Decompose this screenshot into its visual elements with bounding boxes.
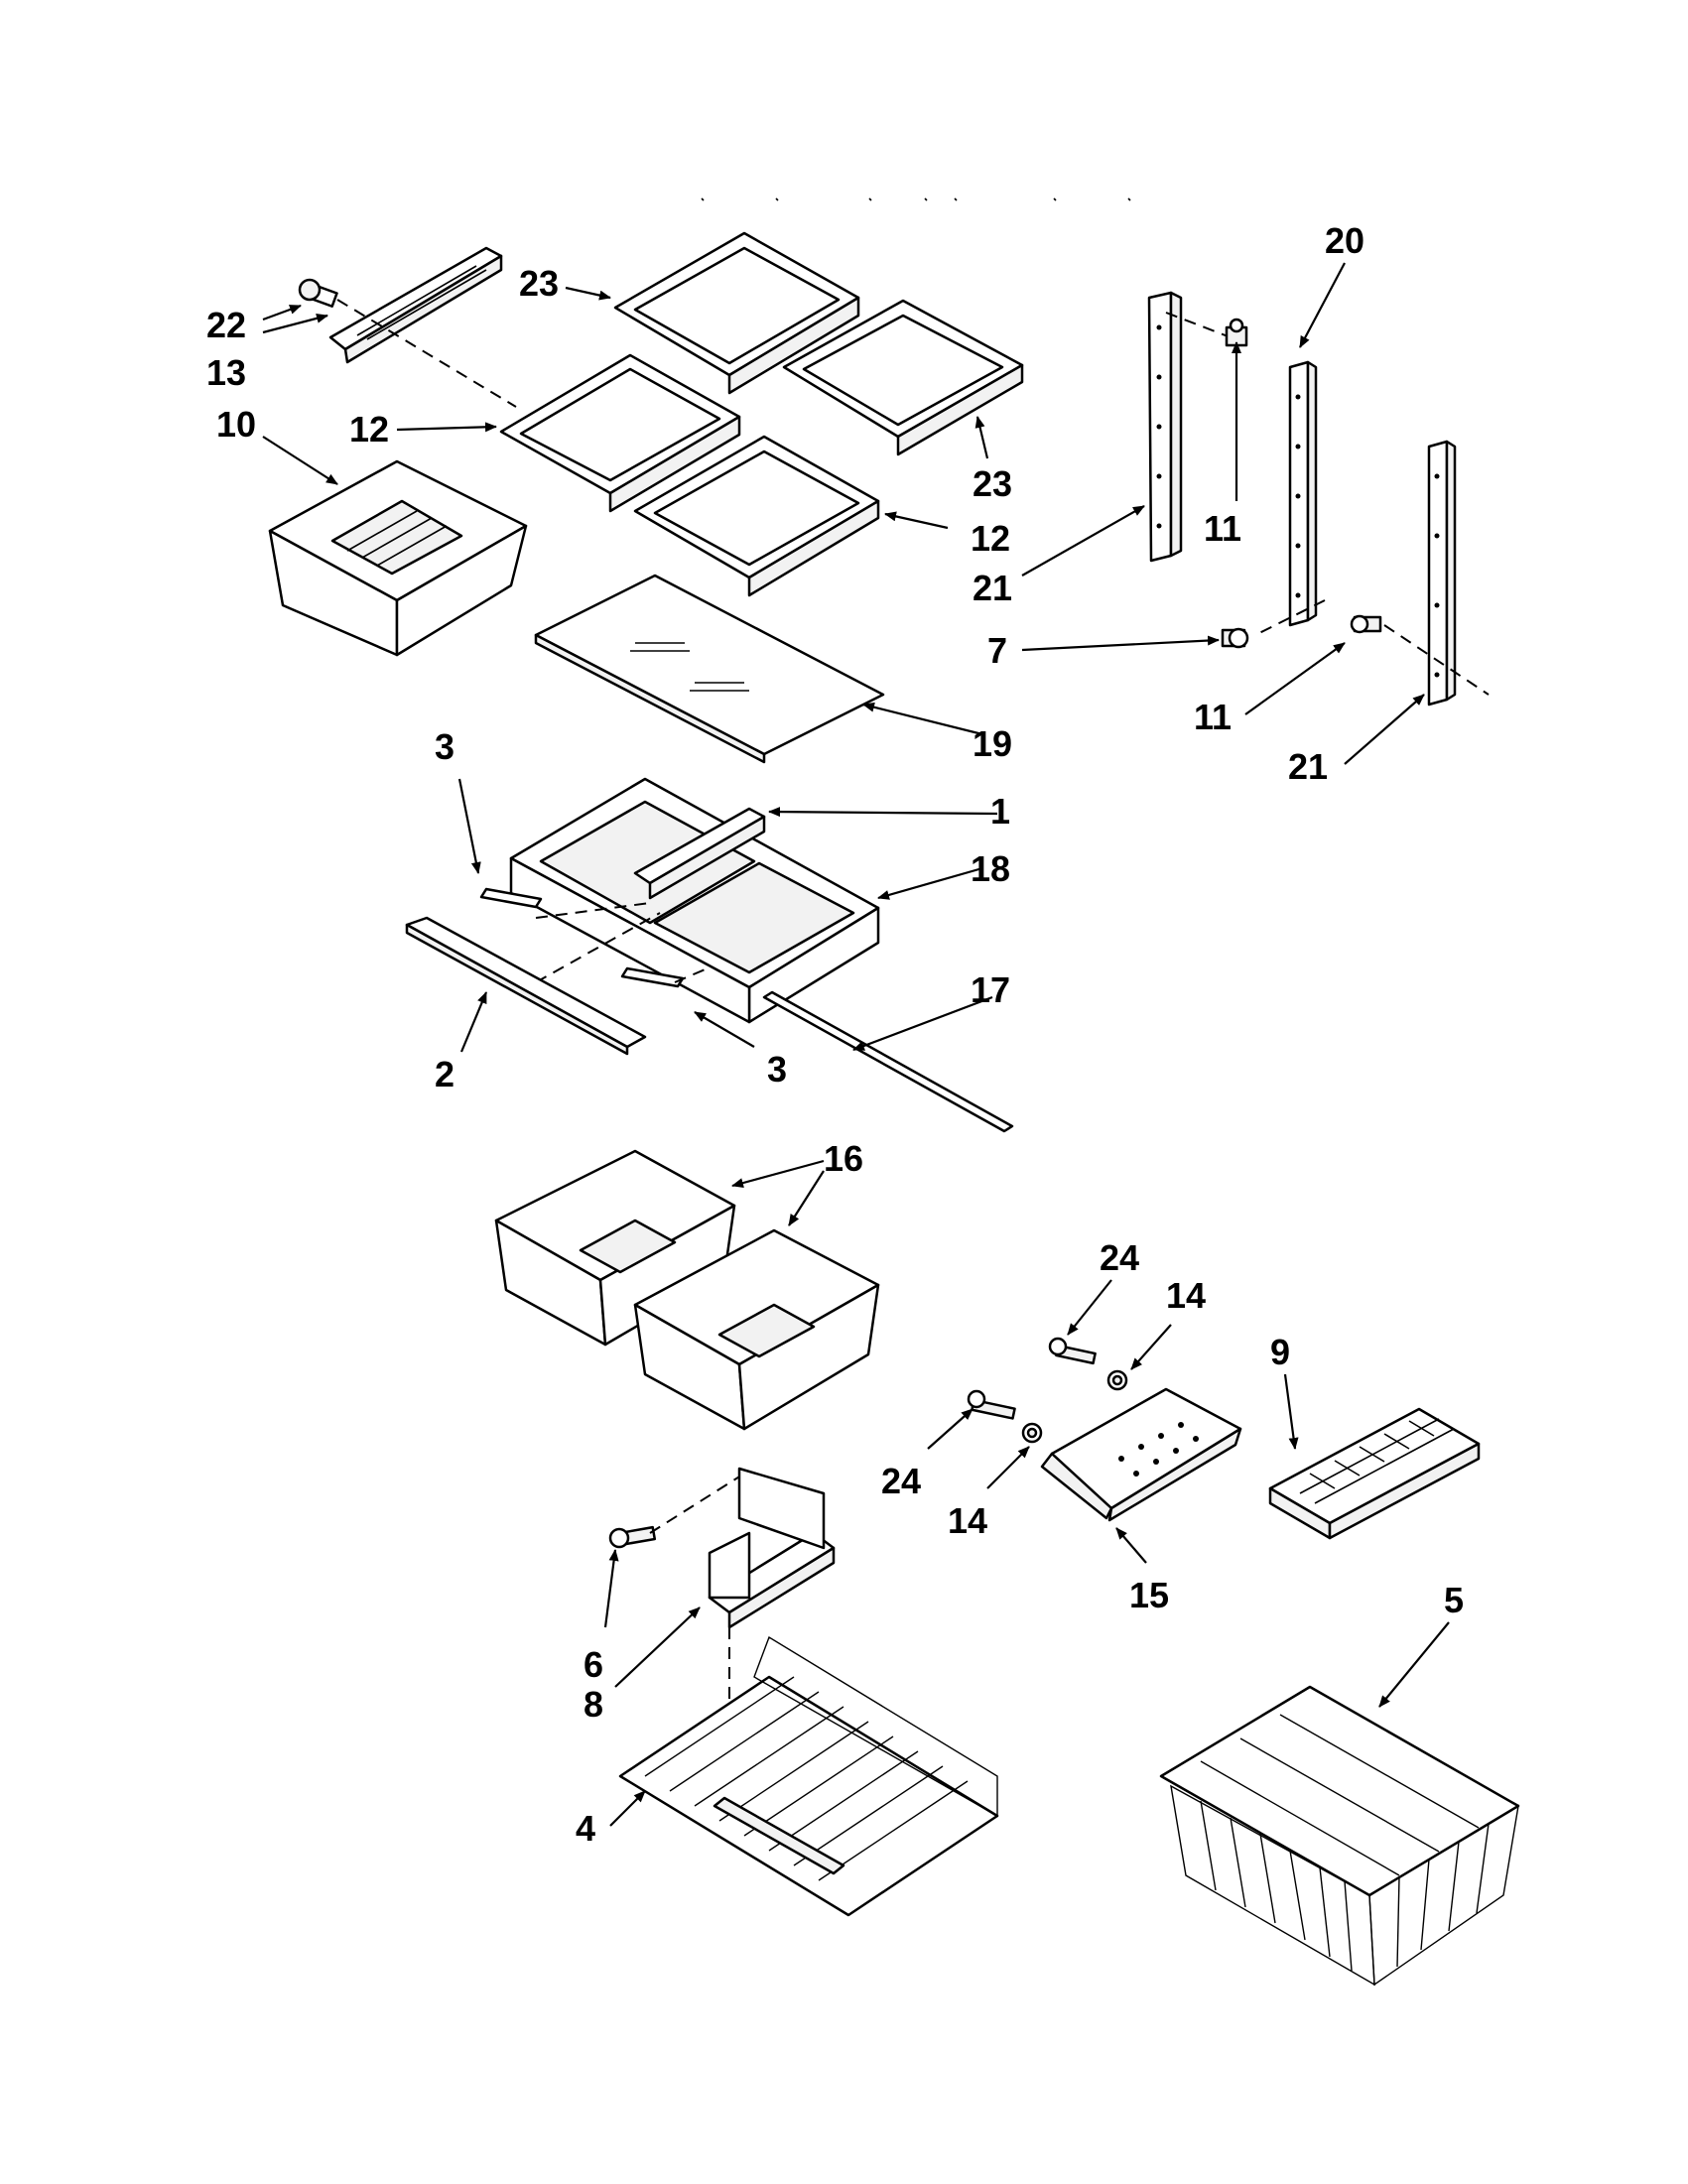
screw-part-22 xyxy=(298,278,338,308)
assembly-line xyxy=(336,299,517,408)
ladder-rail-21-right xyxy=(1427,440,1457,707)
callout-15: 15 xyxy=(1129,1575,1169,1615)
ice-bin-part-15 xyxy=(1040,1387,1242,1522)
shelf-part-23-top xyxy=(613,231,860,395)
shelf-part-23-right xyxy=(782,299,1024,456)
deli-drawer-part xyxy=(509,777,880,1024)
ladder-rail-20 xyxy=(1288,360,1318,627)
shelf-part-12-right xyxy=(633,435,880,597)
assembly-line xyxy=(1383,624,1490,696)
callout-24: 24 xyxy=(881,1461,921,1501)
assembly-line xyxy=(1165,312,1232,338)
screw-part-11-lower xyxy=(1350,614,1382,634)
crisper-drawer-part xyxy=(268,459,528,657)
screw-part-24-upper xyxy=(1048,1337,1097,1365)
callout-20: 20 xyxy=(1325,220,1364,261)
wire-shelf-part-4 xyxy=(618,1635,999,1917)
callout-12: 12 xyxy=(349,409,389,450)
callout-11: 11 xyxy=(1204,508,1241,549)
screw-part-7 xyxy=(1221,627,1249,649)
deli-divider-part-1 xyxy=(633,807,766,900)
assembly-line xyxy=(1254,599,1326,636)
callout-13: 13 xyxy=(206,352,246,393)
callout-11: 11 xyxy=(1194,697,1232,737)
callout-22: 22 xyxy=(206,305,246,345)
ladder-rail-21-left xyxy=(1147,291,1183,563)
callout-2: 2 xyxy=(435,1054,454,1094)
top-tick-marks xyxy=(701,197,1131,201)
callout-17: 17 xyxy=(971,969,1010,1010)
washer-part-14-upper xyxy=(1106,1369,1128,1391)
callout-23: 23 xyxy=(519,263,559,304)
washer-part-14-lower xyxy=(1021,1422,1043,1444)
ice-tray-part-9 xyxy=(1268,1407,1481,1540)
callout-12: 12 xyxy=(971,518,1010,559)
trim-part-2 xyxy=(405,916,647,1056)
callout-21: 21 xyxy=(973,568,1012,608)
assembly-line xyxy=(535,912,661,983)
wire-basket-part-5 xyxy=(1159,1685,1520,1987)
rod-part-17 xyxy=(762,990,1014,1133)
callout-5: 5 xyxy=(1444,1580,1464,1620)
clip-part-3-right xyxy=(620,966,685,988)
clip-part-3-left xyxy=(479,887,543,909)
callout-10: 10 xyxy=(216,404,256,445)
callout-18: 18 xyxy=(971,848,1010,889)
leader-lines xyxy=(262,262,1450,1827)
callout-7: 7 xyxy=(987,630,1007,671)
glass-shelf-part xyxy=(534,574,885,764)
shelf-part-12-left xyxy=(499,353,741,513)
callout-9: 9 xyxy=(1270,1332,1290,1372)
pan-drawer-part-16-right xyxy=(633,1228,880,1431)
callout-23: 23 xyxy=(973,463,1012,504)
callout-16: 16 xyxy=(824,1138,863,1179)
callout-21: 21 xyxy=(1288,746,1328,787)
assembly-line xyxy=(674,966,711,983)
assembly-line xyxy=(649,1473,745,1534)
pan-drawer-part-16-left xyxy=(494,1149,736,1347)
bracket-part-8 xyxy=(708,1467,836,1629)
callout-14: 14 xyxy=(948,1500,987,1541)
callout-8: 8 xyxy=(584,1684,603,1725)
screw-part-11-upper xyxy=(1225,318,1248,347)
screw-part-6 xyxy=(608,1525,657,1549)
callout-4: 4 xyxy=(576,1808,595,1849)
callout-14: 14 xyxy=(1166,1275,1206,1316)
screw-part-24-lower xyxy=(967,1389,1016,1420)
callout-19: 19 xyxy=(973,723,1012,764)
callout-3: 3 xyxy=(435,726,454,767)
shelf-rail-part xyxy=(328,246,503,364)
callout-1: 1 xyxy=(990,791,1010,832)
callout-24: 24 xyxy=(1100,1237,1139,1278)
callout-3: 3 xyxy=(767,1049,787,1090)
callout-6: 6 xyxy=(584,1644,603,1685)
